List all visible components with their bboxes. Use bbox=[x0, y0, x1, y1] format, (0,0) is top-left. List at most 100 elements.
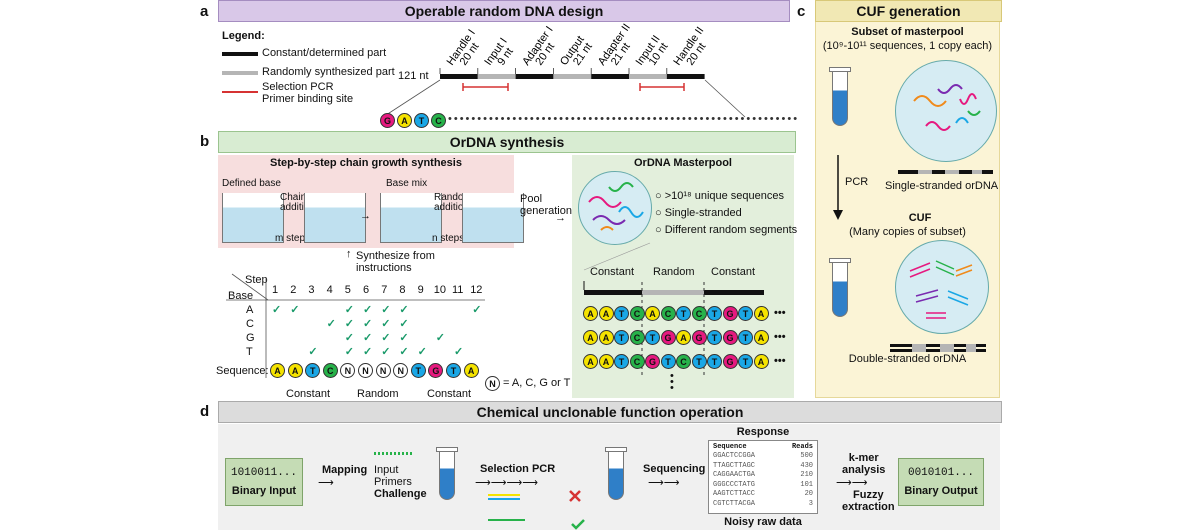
step-col-4: 4 bbox=[326, 284, 333, 296]
check-7-C: ✓ bbox=[381, 318, 391, 330]
mp-ellipsis-1: ••• bbox=[774, 331, 786, 343]
arrow-pool: → bbox=[555, 212, 566, 224]
response-seq: GGGCCCTATG bbox=[713, 480, 756, 489]
segment-3 bbox=[553, 74, 592, 79]
step-col-8: 8 bbox=[399, 284, 406, 296]
mp-base-0-9: G bbox=[722, 306, 738, 321]
panel-d-title: Chemical unclonable function operation bbox=[218, 401, 1002, 423]
masterpool-bullet-2: ○ Single-stranded bbox=[655, 207, 742, 219]
defined-base-label: Defined base bbox=[222, 178, 281, 189]
design-length-label: 121 nt bbox=[398, 70, 429, 82]
check-6-A: ✓ bbox=[363, 304, 373, 316]
tube-3 bbox=[439, 452, 455, 500]
primers-label: Primers bbox=[374, 476, 412, 488]
response-seq: AAGTCTTACC bbox=[713, 490, 756, 498]
step-col-10: 10 bbox=[433, 284, 447, 296]
sequence-base-11: T bbox=[446, 363, 461, 378]
mp-base-0-10: T bbox=[738, 306, 753, 321]
step-col-11: 11 bbox=[452, 284, 464, 296]
tube-4-cap bbox=[605, 447, 627, 452]
base-header: Base bbox=[228, 290, 254, 302]
mp-base-1-8: T bbox=[707, 330, 722, 345]
mp-vertical-dots: ••• bbox=[670, 370, 674, 394]
check-8-T: ✓ bbox=[399, 346, 409, 358]
n-steps-label: n steps bbox=[432, 233, 465, 244]
response-reads: 101 bbox=[800, 480, 813, 489]
random-addition-label: Random addition bbox=[434, 192, 472, 213]
design-dots: ••••••••••••••••••••••••••••••••••••••••… bbox=[448, 113, 800, 125]
beaker-4 bbox=[462, 193, 524, 243]
mp-base-0-5: C bbox=[660, 306, 676, 321]
response-seq: GGACTCCGGA bbox=[713, 452, 756, 460]
mp-base-2-4: G bbox=[645, 354, 660, 369]
check-1-A: ✓ bbox=[272, 304, 282, 316]
sequence-base-4: C bbox=[322, 363, 338, 378]
challenge-labels: Input Primers Challenge bbox=[374, 464, 427, 500]
response-row: GGGCCCTATG 101 bbox=[709, 481, 817, 491]
mp-base-1-7: G bbox=[691, 330, 707, 345]
mp-base-1-1: A bbox=[598, 330, 614, 345]
masterpool-strands bbox=[588, 182, 644, 231]
mp-base-0-3: C bbox=[629, 306, 645, 321]
mp-base-1-5: G bbox=[660, 330, 676, 345]
check-8-G: ✓ bbox=[399, 332, 409, 344]
mp-base-1-0: A bbox=[583, 330, 598, 345]
sequence-base-2: A bbox=[287, 363, 303, 378]
arrow-kmer: ⟶⟶ bbox=[836, 477, 868, 489]
response-row: GGACTCCGGA 500 bbox=[709, 452, 817, 462]
sequence-base-5: N bbox=[340, 363, 356, 378]
mp-ellipsis-0: ••• bbox=[774, 307, 786, 319]
step-table-lines bbox=[226, 273, 485, 378]
check-6-T: ✓ bbox=[363, 346, 373, 358]
panel-c-title: CUF generation bbox=[815, 0, 1002, 22]
segment-5 bbox=[629, 74, 667, 79]
sequence-base-10: G bbox=[428, 363, 444, 378]
step-header: Step bbox=[245, 274, 268, 286]
mp-base-1-11: A bbox=[753, 330, 769, 345]
fuzzy-label: Fuzzy extraction bbox=[842, 489, 895, 513]
mp-base-1-4: T bbox=[645, 330, 660, 345]
step-col-1: 1 bbox=[272, 284, 279, 296]
response-seq: CGTCTTACGA bbox=[713, 499, 756, 508]
mp-base-0-4: A bbox=[645, 306, 660, 321]
mp-base-2-2: T bbox=[614, 354, 629, 369]
panel-b-title: OrDNA synthesis bbox=[218, 131, 796, 153]
subset-circle bbox=[895, 60, 997, 162]
response-reads: 210 bbox=[800, 471, 813, 479]
masterpool-bullets: ○ >10¹⁸ unique sequences ○ Single-strand… bbox=[655, 188, 797, 239]
mp-base-1-6: A bbox=[676, 330, 691, 345]
binary-input-value: 1010011... bbox=[230, 467, 297, 479]
pcr-label: PCR bbox=[845, 176, 869, 188]
tube-1 bbox=[832, 72, 848, 126]
response-reads: 500 bbox=[800, 452, 813, 460]
mp-base-1-9: G bbox=[722, 330, 738, 345]
mp-base-0-7: C bbox=[691, 306, 707, 321]
check-7-A: ✓ bbox=[381, 304, 391, 316]
panel-c-letter: c bbox=[797, 3, 806, 20]
response-header-row: Sequence Reads bbox=[709, 441, 817, 452]
check-11-T: ✓ bbox=[454, 346, 464, 358]
mp-base-0-6: T bbox=[676, 306, 691, 321]
masterpool-bullet-3: ○ Different random segments bbox=[655, 224, 798, 236]
mp-base-2-10: T bbox=[738, 354, 753, 369]
sequence-base-1: A bbox=[270, 363, 285, 378]
check-7-G: ✓ bbox=[381, 332, 391, 344]
step-col-12: 12 bbox=[470, 284, 483, 296]
legend-primer-label: Selection PCR Primer binding site bbox=[262, 81, 354, 105]
arrow-mapping: ⟶ bbox=[318, 477, 334, 489]
synthesize-from-label: Synthesize from instructions bbox=[356, 250, 435, 274]
primers-icon bbox=[374, 452, 414, 455]
check-5-G: ✓ bbox=[344, 332, 355, 344]
mp-base-1-10: T bbox=[738, 330, 753, 345]
single-stranded-label: Single-stranded orDNA bbox=[885, 180, 999, 192]
mp-col-random: Random bbox=[653, 266, 695, 278]
check-12-A: ✓ bbox=[472, 304, 482, 316]
legend-random-swatch bbox=[222, 71, 258, 75]
cuf-circle bbox=[895, 240, 989, 334]
response-reads: 3 bbox=[808, 499, 813, 508]
check-7-T: ✓ bbox=[381, 346, 391, 358]
